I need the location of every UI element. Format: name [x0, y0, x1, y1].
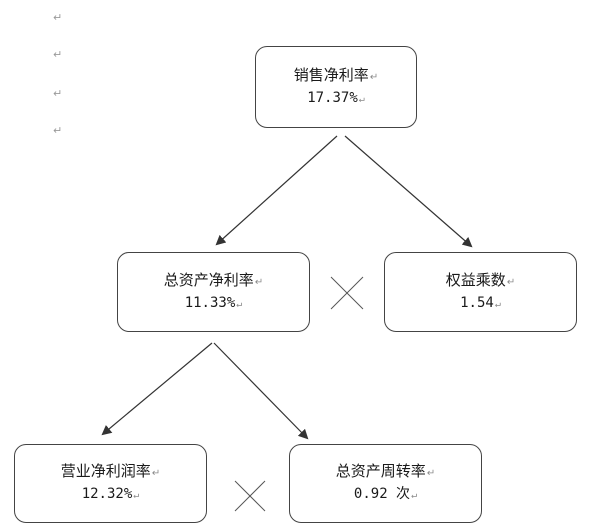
- paragraph-mark: ↵: [236, 298, 243, 310]
- arrow-to-equity-multiplier: [344, 135, 473, 248]
- node-equity-multiplier: 权益乘数↵ 1.54↵: [384, 252, 577, 332]
- paragraph-mark: ↵: [53, 48, 63, 61]
- node-value: 17.37%: [307, 89, 358, 106]
- node-value: 11.33%: [184, 294, 236, 311]
- arrow-to-total-asset-turnover: [213, 342, 309, 440]
- paragraph-mark: ↵: [53, 124, 63, 137]
- node-total-asset-turnover: 总资产周转率↵ 0.92 次↵: [289, 444, 482, 523]
- paragraph-mark: ↵: [53, 87, 63, 100]
- paragraph-mark: ↵: [411, 490, 418, 501]
- node-label: 销售净利率: [293, 65, 369, 84]
- paragraph-mark: ↵: [506, 276, 516, 288]
- paragraph-mark: ↵: [133, 490, 140, 501]
- paragraph-mark: ↵: [369, 71, 379, 83]
- node-total-asset-net-profit-rate: 总资产净利率↵ 11.33%↵: [117, 252, 310, 332]
- node-label: 权益乘数: [445, 270, 506, 289]
- multiply-sign-lower: [234, 480, 266, 512]
- paragraph-mark: ↵: [53, 11, 63, 24]
- paragraph-mark: ↵: [151, 468, 161, 479]
- multiply-sign-upper: [330, 276, 364, 310]
- node-value: 12.32%: [81, 486, 133, 502]
- node-value: 1.54: [460, 294, 494, 311]
- paragraph-mark: ↵: [254, 276, 264, 288]
- paragraph-mark: ↵: [358, 93, 365, 105]
- node-operating-net-profit-margin: 营业净利润率↵ 12.32%↵: [14, 444, 207, 523]
- node-label: 总资产周转率: [335, 462, 426, 480]
- node-label: 总资产净利率: [163, 270, 254, 289]
- paragraph-mark: ↵: [494, 298, 501, 310]
- node-net-profit-rate: 销售净利率↵ 17.37%↵: [255, 46, 417, 128]
- arrow-to-operating-net-profit-margin: [101, 342, 213, 436]
- arrow-to-total-asset-net-profit-rate: [215, 135, 338, 246]
- node-value: 0.92 次: [353, 486, 411, 502]
- paragraph-mark: ↵: [426, 468, 436, 479]
- node-label: 营业净利润率: [60, 462, 151, 480]
